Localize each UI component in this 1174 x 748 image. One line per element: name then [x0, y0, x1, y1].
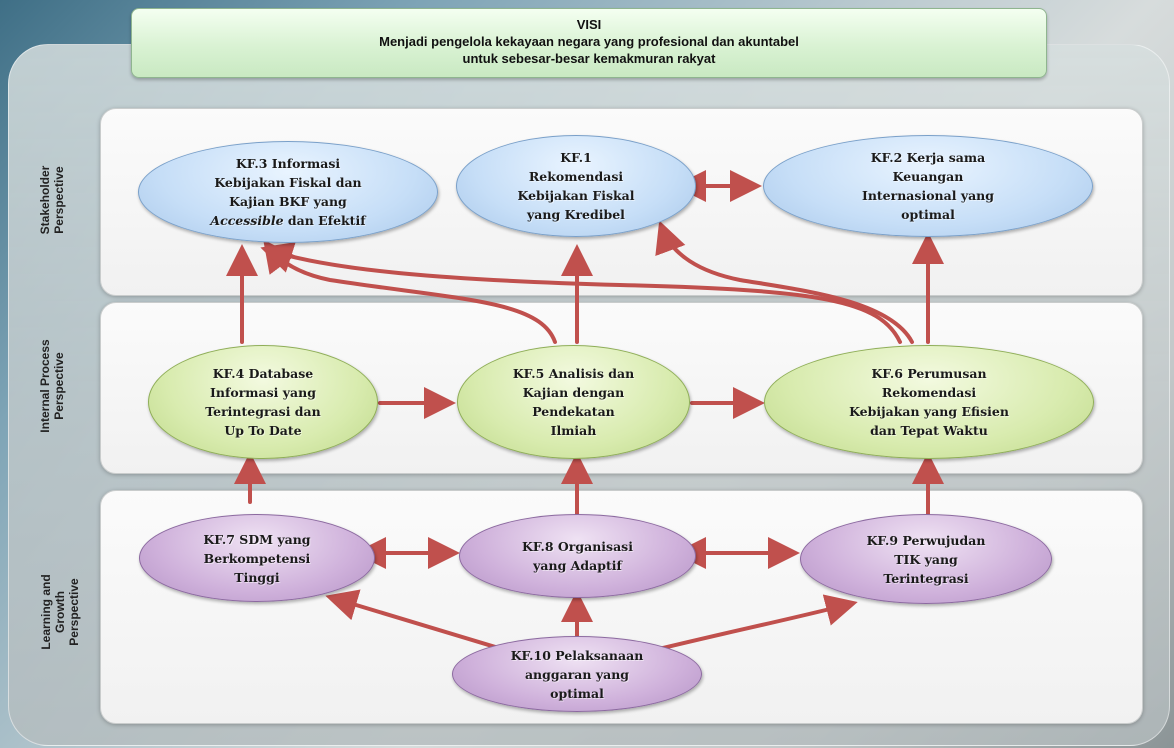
kf5-node: KF.5 Analisis dan Kajian dengan Pendekat…: [457, 345, 690, 459]
vision-line-2: untuk sebesar-besar kemakmuran rakyat: [462, 51, 716, 66]
vision-title: VISI: [576, 17, 602, 32]
kf9-node: KF.9 Perwujudan TIK yang Terintegrasi: [800, 514, 1052, 604]
kf8-node: KF.8 Organisasi yang Adaptif: [459, 514, 696, 598]
kf4-node: KF.4 Database Informasi yang Terintegras…: [148, 345, 378, 459]
kf1-node: KF.1 Rekomendasi Kebijakan Fiskal yang K…: [456, 135, 696, 237]
kf10-node: KF.10 Pelaksanaan anggaran yang optimal: [452, 636, 702, 712]
arrow-kf6-kf1: [655, 220, 914, 344]
vision-line-1: Menjadi pengelola kekayaan negara yang p…: [379, 34, 799, 49]
arrow-kf6-kf3: [260, 242, 902, 344]
vision-box: VISI Menjadi pengelola kekayaan negara y…: [131, 8, 1047, 78]
kf7-node: KF.7 SDM yang Berkompetensi Tinggi: [139, 514, 375, 602]
kf3-node: KF.3 Informasi Kebijakan Fiskal dan Kaji…: [138, 141, 438, 243]
kf2-node: KF.2 Kerja sama Keuangan Internasional y…: [763, 135, 1093, 237]
kf6-node: KF.6 Perumusan Rekomendasi Kebijakan yan…: [764, 345, 1094, 459]
